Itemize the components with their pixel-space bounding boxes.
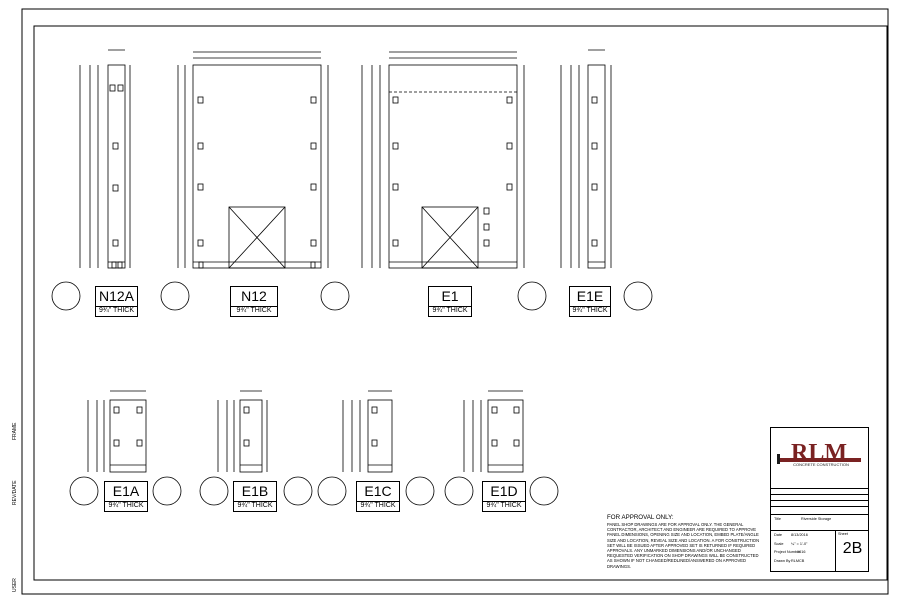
date-label: Date bbox=[774, 533, 783, 537]
title-block-row: Title Riverside Storage bbox=[771, 514, 868, 531]
panel-elevation-e1 bbox=[361, 51, 525, 269]
date-value: 8/13/2016 bbox=[791, 533, 808, 537]
panel-thickness: 9¾" THICK bbox=[237, 502, 273, 509]
panel-name: N12 bbox=[231, 287, 277, 307]
panel-name: E1E bbox=[570, 287, 610, 307]
drawn-by-label: Drawn By bbox=[774, 559, 791, 563]
panel-label-e1b: E1B 9¾" THICK bbox=[233, 481, 277, 512]
title-block-row bbox=[771, 488, 868, 494]
drawn-by-value: RLMCB bbox=[791, 559, 805, 563]
title-block: RLM CONCRETE CONSTRUCTION Title Riversid… bbox=[770, 427, 869, 572]
panel-thickness: 9¾" THICK bbox=[360, 502, 396, 509]
approval-note-body: PANEL SHOP DRAWINGS ARE FOR APPROVAL ONL… bbox=[607, 522, 760, 569]
approval-note-title: FOR APPROVAL ONLY: bbox=[607, 514, 674, 521]
title-label: Title bbox=[774, 517, 782, 521]
title-block-row: Date 8/13/2016 Scale ¼" = 1'-0" Project … bbox=[771, 530, 868, 572]
panel-name: N12A bbox=[96, 287, 137, 307]
panel-name: E1C bbox=[357, 482, 399, 502]
panel-name: E1A bbox=[105, 482, 147, 502]
panel-label-e1: E1 9¾" THICK bbox=[428, 286, 472, 317]
panel-thickness: 9¾" THICK bbox=[108, 502, 144, 509]
panel-label-n12a: N12A 9¾" THICK bbox=[95, 286, 138, 317]
panel-thickness: 9¾" THICK bbox=[572, 307, 608, 314]
panel-label-e1a: E1A 9¾" THICK bbox=[104, 481, 148, 512]
panel-elevation-e1d bbox=[463, 390, 524, 473]
panel-label-e1d: E1D 9¾" THICK bbox=[482, 481, 526, 512]
title-block-row bbox=[771, 494, 868, 500]
panel-elevation-e1c bbox=[342, 390, 393, 473]
title-block-row bbox=[771, 500, 868, 506]
company-logo: RLM CONCRETE CONSTRUCTION bbox=[777, 440, 861, 467]
detail-callouts bbox=[51, 281, 653, 506]
svg-text:RLM: RLM bbox=[791, 440, 847, 466]
panel-elevation-e1b bbox=[217, 390, 268, 473]
scale-label: Scale bbox=[774, 542, 784, 546]
panel-thickness: 9¾" THICK bbox=[486, 502, 522, 509]
side-label-user: USER bbox=[12, 578, 18, 592]
panel-elevation-e1e bbox=[560, 49, 612, 269]
sheet-number: 2B bbox=[842, 540, 863, 557]
side-label-frame: FRAME bbox=[12, 422, 18, 441]
panel-name: E1 bbox=[429, 287, 471, 307]
panel-label-e1c: E1C 9¾" THICK bbox=[356, 481, 400, 512]
side-label-revdate: REV/DATE bbox=[12, 480, 18, 505]
project-number-label: Project Number bbox=[774, 550, 801, 554]
sheet-number-cell: Sheet 2B bbox=[835, 531, 869, 571]
scale-value: ¼" = 1'-0" bbox=[791, 542, 808, 546]
inner-border bbox=[33, 25, 888, 581]
outer-border bbox=[21, 8, 889, 595]
sheet-label: Sheet bbox=[838, 532, 848, 536]
panel-name: E1B bbox=[234, 482, 276, 502]
project-number-value: 1616 bbox=[797, 550, 806, 554]
panel-label-e1e: E1E 9¾" THICK bbox=[569, 286, 611, 317]
panel-label-n12: N12 9¾" THICK bbox=[230, 286, 278, 317]
panel-thickness: 9¾" THICK bbox=[432, 307, 468, 314]
panel-elevation-n12a bbox=[79, 49, 131, 269]
panel-elevation-e1a bbox=[87, 390, 147, 473]
panel-thickness: 9¾" THICK bbox=[98, 307, 135, 314]
panel-thickness: 9¾" THICK bbox=[236, 307, 272, 314]
panel-name: E1D bbox=[483, 482, 525, 502]
title-block-row bbox=[771, 506, 868, 512]
svg-text:CONCRETE CONSTRUCTION: CONCRETE CONSTRUCTION bbox=[793, 462, 849, 467]
project-title: Riverside Storage bbox=[801, 517, 832, 521]
approval-note: FOR APPROVAL ONLY: PANEL SHOP DRAWINGS A… bbox=[607, 514, 762, 569]
panel-elevation-n12 bbox=[177, 51, 329, 269]
